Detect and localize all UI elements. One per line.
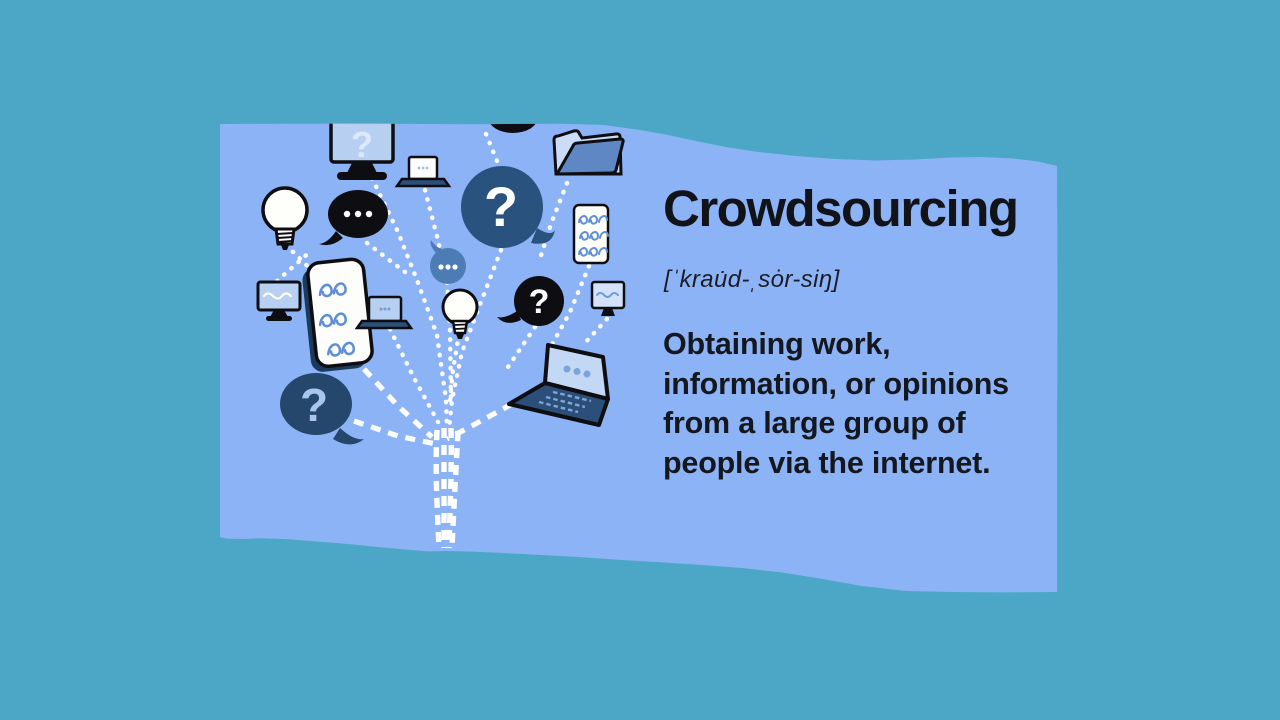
tree-trunk — [433, 427, 461, 549]
question-glyph: ? — [529, 283, 550, 321]
blue-question-bubble-icon: ? — [461, 166, 555, 248]
tree-branches-lower — [353, 367, 514, 447]
blue-dots-bubble-icon — [430, 240, 466, 284]
black-dots-bubble-icon — [319, 190, 388, 246]
wave-monitor-right-icon — [590, 280, 626, 316]
scribble-smartphone-icon — [302, 257, 374, 372]
navy-question-bubble-icon: ? — [280, 373, 364, 445]
large-laptop-icon — [507, 343, 610, 427]
definition-line: people via the internet. — [663, 445, 991, 480]
definition-text: Obtaining work, information, or opinions… — [663, 325, 1009, 483]
mini-laptop-top-icon — [394, 155, 452, 188]
lightbulb-icon — [261, 186, 309, 250]
term-title: Crowdsourcing — [663, 180, 1019, 237]
pronunciation: [ˈkrau̇d-ˌsȯr-siŋ] — [664, 266, 840, 293]
question-monitor-icon: ? — [329, 123, 395, 180]
question-glyph: ? — [351, 124, 373, 165]
definition-line: from a large group of — [663, 406, 966, 440]
partial-bubble-icon — [488, 123, 538, 133]
scribble-note-icon — [572, 203, 610, 265]
question-glyph: ? — [300, 379, 328, 431]
wave-monitor-left-icon — [256, 280, 302, 321]
definition-line: Obtaining work, — [663, 327, 891, 361]
black-question-bubble-icon: ? — [497, 276, 564, 326]
definition-line: information, or opinions — [663, 366, 1009, 401]
question-glyph: ? — [484, 175, 518, 238]
small-lightbulb-icon — [441, 288, 479, 339]
mini-laptop-left-icon — [354, 295, 414, 330]
open-folder-icon — [552, 129, 625, 176]
torn-paper-card — [220, 123, 1058, 593]
